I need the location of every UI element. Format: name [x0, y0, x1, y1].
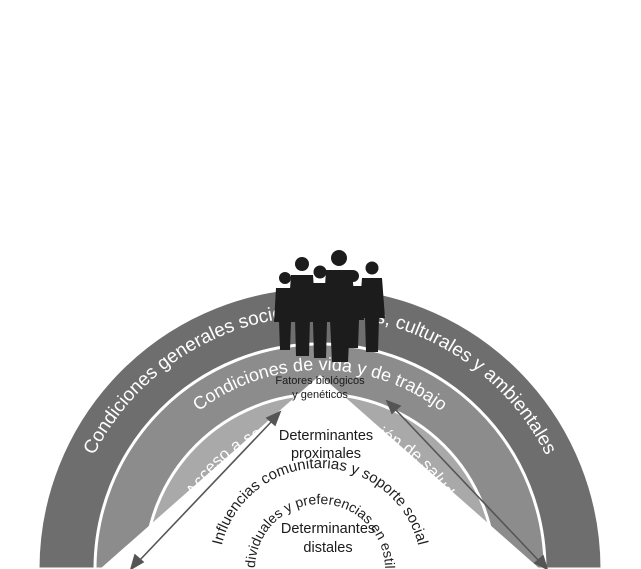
core-label-line2: y genéticos	[292, 389, 348, 401]
distal-label-line1: Determinantes	[281, 521, 375, 537]
center-wedge	[100, 375, 540, 569]
proximal-label-line2: proximales	[291, 446, 361, 462]
distal-label-line2: distales	[303, 540, 352, 556]
core-label-line1: Fatores biológicos	[275, 375, 365, 387]
person-silhouette	[288, 257, 316, 356]
person-silhouette	[323, 250, 356, 362]
right-double-arrow-icon	[385, 399, 548, 569]
proximal-label-line1: Determinantes	[279, 428, 373, 444]
people-group-icon	[274, 250, 385, 362]
left-double-arrow-icon	[130, 410, 282, 569]
person-silhouette	[359, 261, 385, 352]
